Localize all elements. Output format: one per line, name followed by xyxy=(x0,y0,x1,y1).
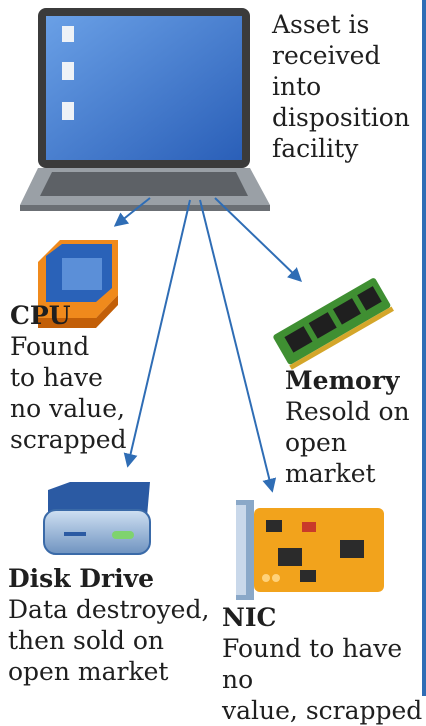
arrow-to-memory xyxy=(214,197,303,282)
diagram-frame xyxy=(422,0,426,696)
memory-title: Memory xyxy=(285,366,400,395)
intro-line: Asset is xyxy=(272,10,370,39)
nic-text: NIC Found to have no value, scrapped xyxy=(222,602,426,726)
cpu-icon xyxy=(38,240,118,328)
nic-icon xyxy=(236,500,384,600)
disk-drive-icon xyxy=(43,482,151,555)
cpu-title: CPU xyxy=(10,301,71,330)
cpu-line: Found xyxy=(10,332,90,361)
memory-icon xyxy=(273,278,394,370)
disk-line: open market xyxy=(8,657,169,686)
nic-title: NIC xyxy=(222,603,277,632)
memory-line: Resold on xyxy=(285,397,410,426)
arrow-to-disk xyxy=(123,199,191,468)
laptop-icon xyxy=(20,8,270,211)
memory-line: open market xyxy=(285,428,376,488)
disk-text: Disk Drive Data destroyed, then sold on … xyxy=(8,563,209,687)
diagram-graphics xyxy=(20,8,394,600)
nic-line: value, scrapped xyxy=(222,696,423,725)
intro-line: received into xyxy=(272,41,381,101)
disk-line: Data destroyed, xyxy=(8,595,210,624)
cpu-line: scrapped xyxy=(10,425,127,454)
arrow-to-cpu xyxy=(113,197,151,227)
cpu-line: to have xyxy=(10,363,103,392)
disk-line: then sold on xyxy=(8,626,164,655)
intro-text: Asset is received into disposition facil… xyxy=(272,9,426,164)
nic-line: Found to have no xyxy=(222,634,403,694)
disk-title: Disk Drive xyxy=(8,564,155,593)
cpu-text: CPU Found to have no value, scrapped xyxy=(10,300,127,455)
arrow-to-nic xyxy=(199,199,277,493)
intro-line: disposition xyxy=(272,103,410,132)
intro-line: facility xyxy=(272,134,359,163)
cpu-line: no value, xyxy=(10,394,125,423)
memory-text: Memory Resold on open market xyxy=(285,365,426,489)
